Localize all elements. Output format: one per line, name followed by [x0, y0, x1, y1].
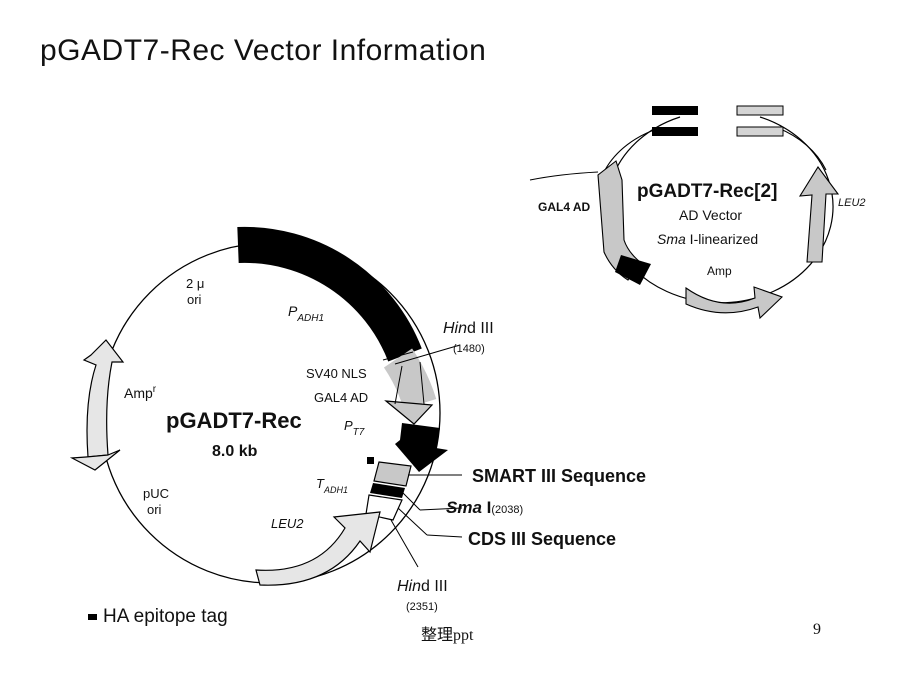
hind-iii-2351-label: Hind III	[397, 578, 448, 595]
puc-ori-label: ori	[147, 502, 162, 517]
padh1-segment	[237, 226, 422, 362]
hind-iii-1480-position: (1480)	[453, 343, 485, 355]
hind-iii-2351-position: (2351)	[406, 601, 438, 613]
plasmid-name: pGADT7-Rec	[166, 408, 302, 433]
gal4-ad-segment	[383, 348, 437, 410]
inset-end-black-1	[652, 106, 698, 115]
inset-black-block	[615, 255, 651, 285]
cds-iii-label: CDS III Sequence	[468, 529, 616, 549]
inset-sma-linearized: Sma I-linearized	[657, 231, 758, 247]
pt7-label: PT7	[344, 418, 365, 438]
main-plasmid-map: 2 μ ori PADH1 Ampr pGADT7-Rec 8.0 kb SV4…	[69, 226, 646, 613]
inset-plasmid-map: pGADT7-Rec[2] AD Vector Sma I-linearized…	[529, 105, 866, 320]
inset-gal4ad-label: GAL4 AD	[538, 200, 591, 214]
ha-epitope-legend-icon	[88, 614, 97, 620]
two-micron-ori-label: ori	[187, 292, 202, 307]
legend-label: HA epitope tag	[103, 606, 228, 627]
inset-leu2-arrow	[798, 166, 840, 263]
inset-name: pGADT7-Rec[2]	[637, 181, 777, 202]
sv40-nls-label: SV40 NLS	[306, 366, 367, 381]
page-number: 9	[813, 621, 821, 638]
smart-iii-label: SMART III Sequence	[472, 466, 646, 486]
inset-end-black-2	[652, 127, 698, 136]
ampr-label: Ampr	[124, 384, 157, 401]
leu2-arrow	[255, 511, 381, 586]
padh1-label: PADH1	[288, 303, 324, 324]
tadh1-label: TADH1	[316, 476, 348, 495]
gal4-ad-arrowhead	[384, 400, 434, 425]
gal4-ad-label: GAL4 AD	[314, 390, 368, 405]
inset-end-grey-2	[736, 126, 784, 137]
legend: HA epitope tag	[88, 606, 228, 628]
two-micron-label: 2 μ	[186, 276, 204, 291]
puc-label: pUC	[143, 486, 169, 501]
smart-block	[373, 461, 412, 487]
footer-text: 整理ppt	[421, 627, 474, 644]
inset-leu2-label: LEU2	[838, 197, 866, 209]
sma-block	[370, 483, 405, 498]
inset-ad-vector: AD Vector	[679, 207, 742, 223]
ha-epitope-mark	[367, 457, 374, 464]
hind-iii-1480-label: Hind III	[443, 320, 494, 337]
inset-amp-label: Amp	[707, 264, 732, 278]
leu2-label: LEU2	[271, 516, 304, 531]
pt7-arrow	[395, 423, 448, 472]
inset-amp-arrow	[685, 286, 784, 320]
plasmid-size: 8.0 kb	[212, 443, 258, 460]
sma-i-label: Sma I(2038)	[446, 498, 523, 517]
slide-title: pGADT7-Rec Vector Information	[40, 34, 487, 67]
inset-end-grey-1	[736, 105, 784, 116]
ampr-arrow	[82, 339, 125, 458]
